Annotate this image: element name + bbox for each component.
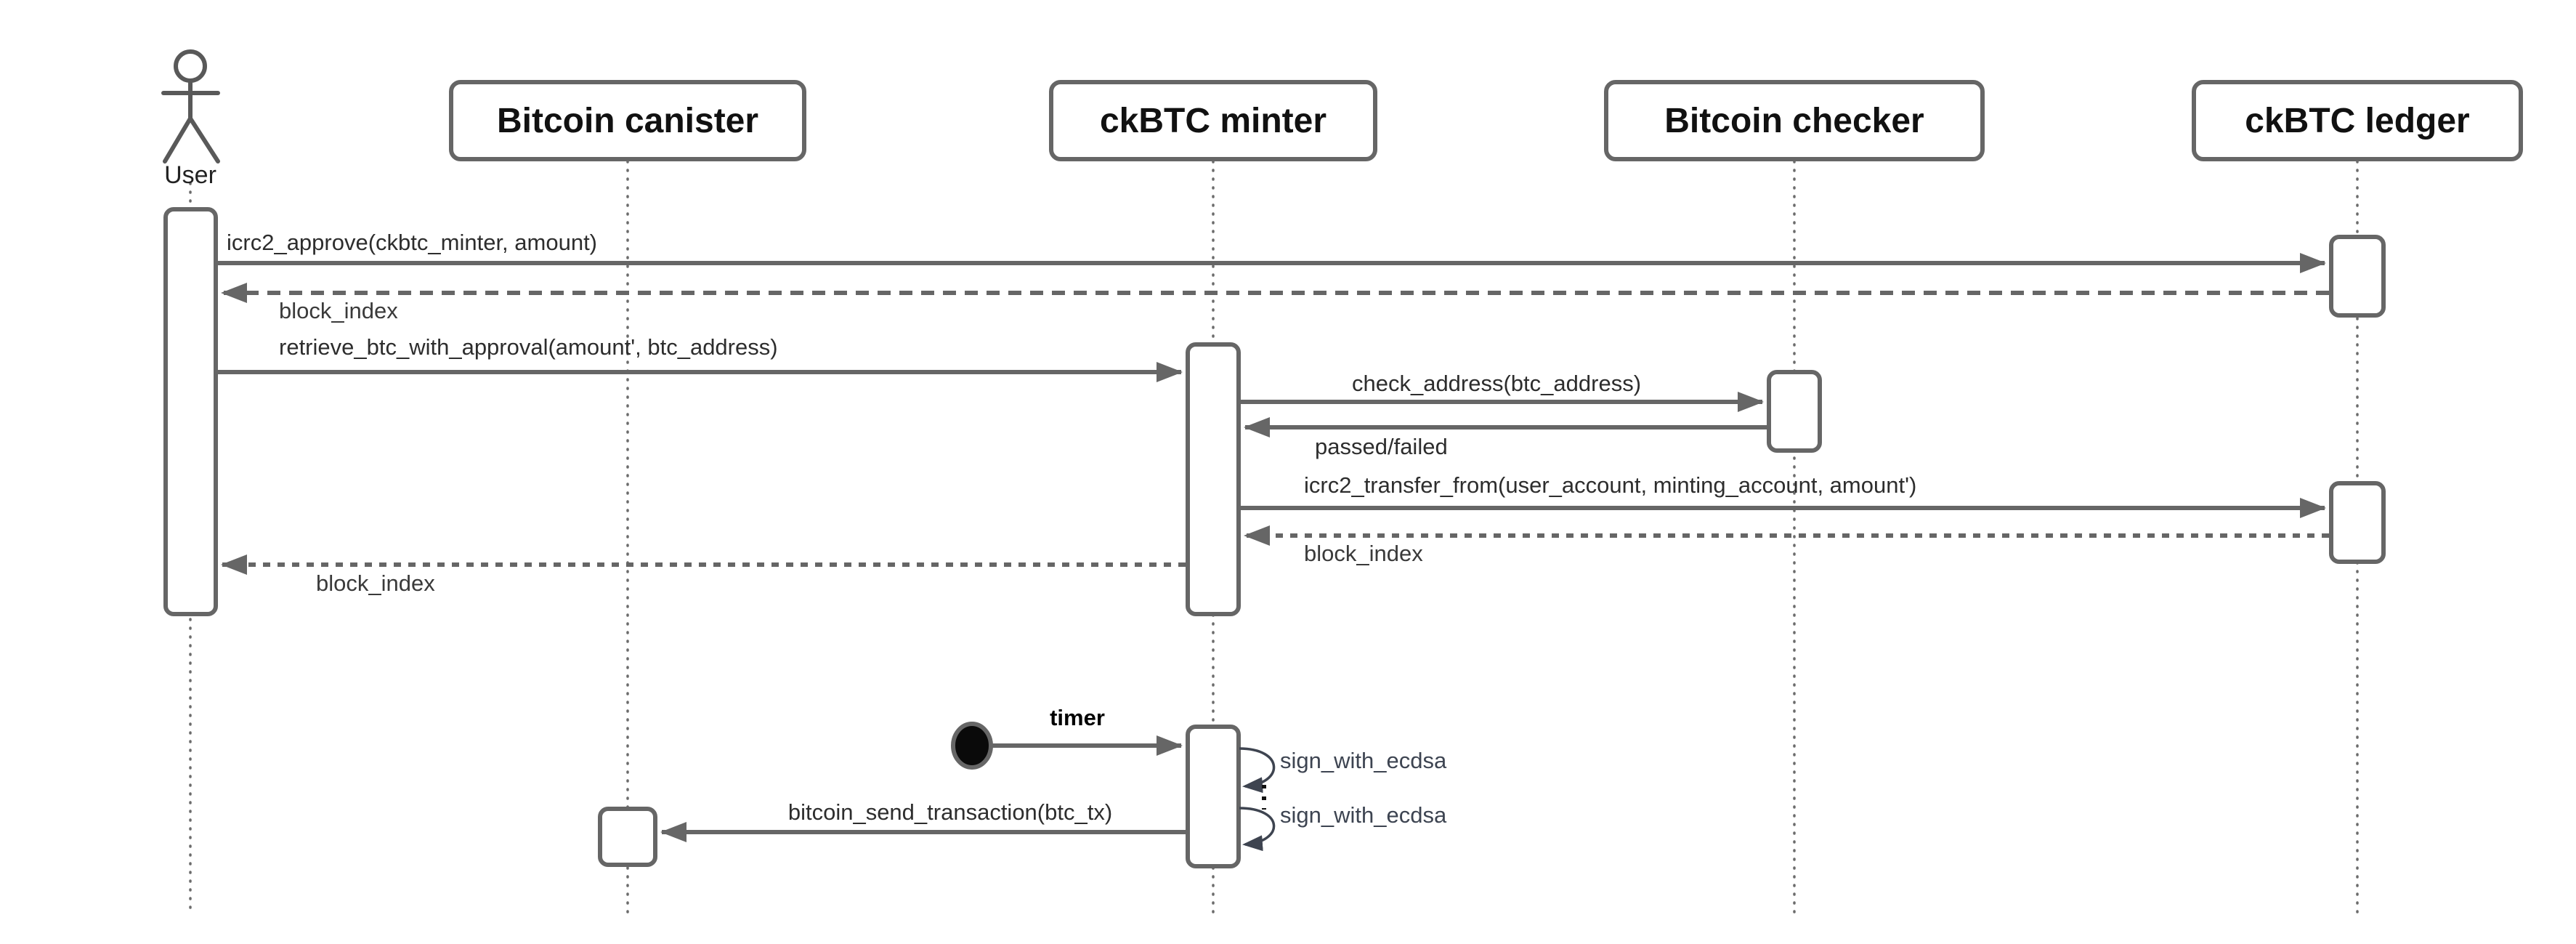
activation-checker — [1767, 370, 1822, 453]
participant-ckbtc-minter: ckBTC minter — [1049, 80, 1377, 161]
activation-ledger-2 — [2329, 481, 2386, 564]
participant-user: User — [164, 161, 216, 189]
label-block-index-2: block_index — [1304, 541, 1423, 566]
label-passed-failed: passed/failed — [1315, 434, 1448, 459]
activation-canister — [598, 807, 657, 867]
activation-ledger-1 — [2329, 235, 2386, 318]
arrow-sign-with-ecdsa-1 — [1239, 747, 1276, 794]
label-icrc2-transfer-from: icrc2_transfer_from(user_account, mintin… — [1304, 472, 1917, 498]
label-check-address: check_address(btc_address) — [1351, 371, 1642, 396]
timer-found-event-icon — [951, 722, 993, 770]
user-actor-icon — [161, 49, 220, 164]
participant-bitcoin-checker: Bitcoin checker — [1604, 80, 1985, 161]
label-icrc2-approve: icrc2_approve(ckbtc_minter, amount) — [227, 230, 598, 255]
arrow-sign-with-ecdsa-2 — [1239, 807, 1276, 852]
label-bitcoin-send-transaction: bitcoin_send_transaction(btc_tx) — [787, 799, 1113, 825]
label-sign-with-ecdsa-1: sign_with_ecdsa — [1280, 748, 1447, 773]
label-retrieve-btc: retrieve_btc_with_approval(amount', btc_… — [279, 334, 778, 360]
label-block-index-3: block_index — [316, 570, 435, 596]
participant-bitcoin-canister: Bitcoin canister — [449, 80, 806, 161]
label-block-index-1: block_index — [279, 298, 398, 323]
activation-minter-2 — [1186, 725, 1241, 868]
participant-ckbtc-ledger: ckBTC ledger — [2192, 80, 2523, 161]
label-sign-with-ecdsa-2: sign_with_ecdsa — [1280, 802, 1447, 828]
activation-user — [163, 207, 218, 616]
activation-minter-1 — [1186, 342, 1241, 616]
label-timer: timer — [1050, 705, 1105, 730]
